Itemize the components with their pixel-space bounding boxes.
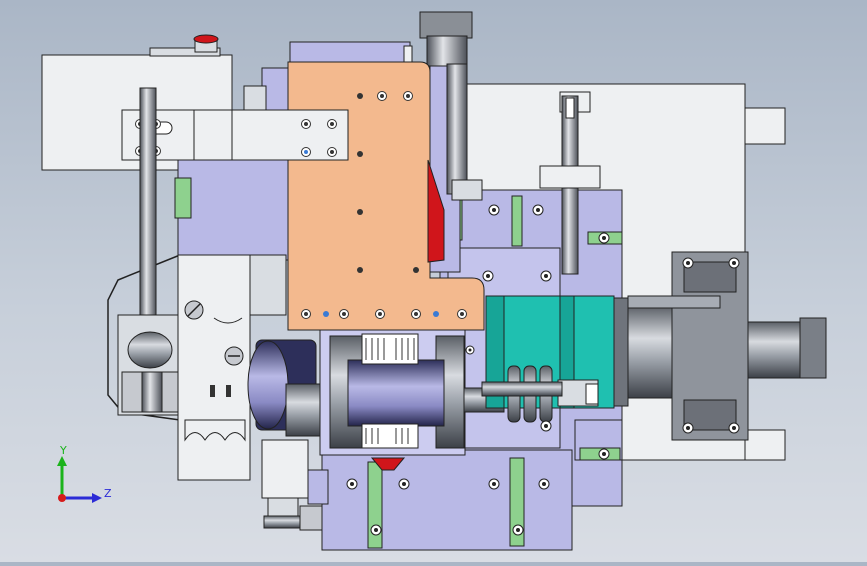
- main-shaft: [247, 329, 505, 456]
- bottom-fitting: [261, 439, 323, 531]
- coupling-discs: [481, 365, 563, 423]
- right-vertical-pin: [539, 95, 601, 275]
- cutter-block: [177, 254, 287, 481]
- coordinate-triad: Y Z: [57, 444, 112, 503]
- plate-bolts: [346, 204, 610, 536]
- vertical-air-cylinder: [419, 11, 483, 201]
- left-clamp-roller: [117, 314, 179, 416]
- triad-z-label: Z: [104, 487, 112, 500]
- servo-motor: [613, 251, 827, 441]
- red-marker: [370, 457, 406, 471]
- triad-y-label: Y: [59, 444, 67, 457]
